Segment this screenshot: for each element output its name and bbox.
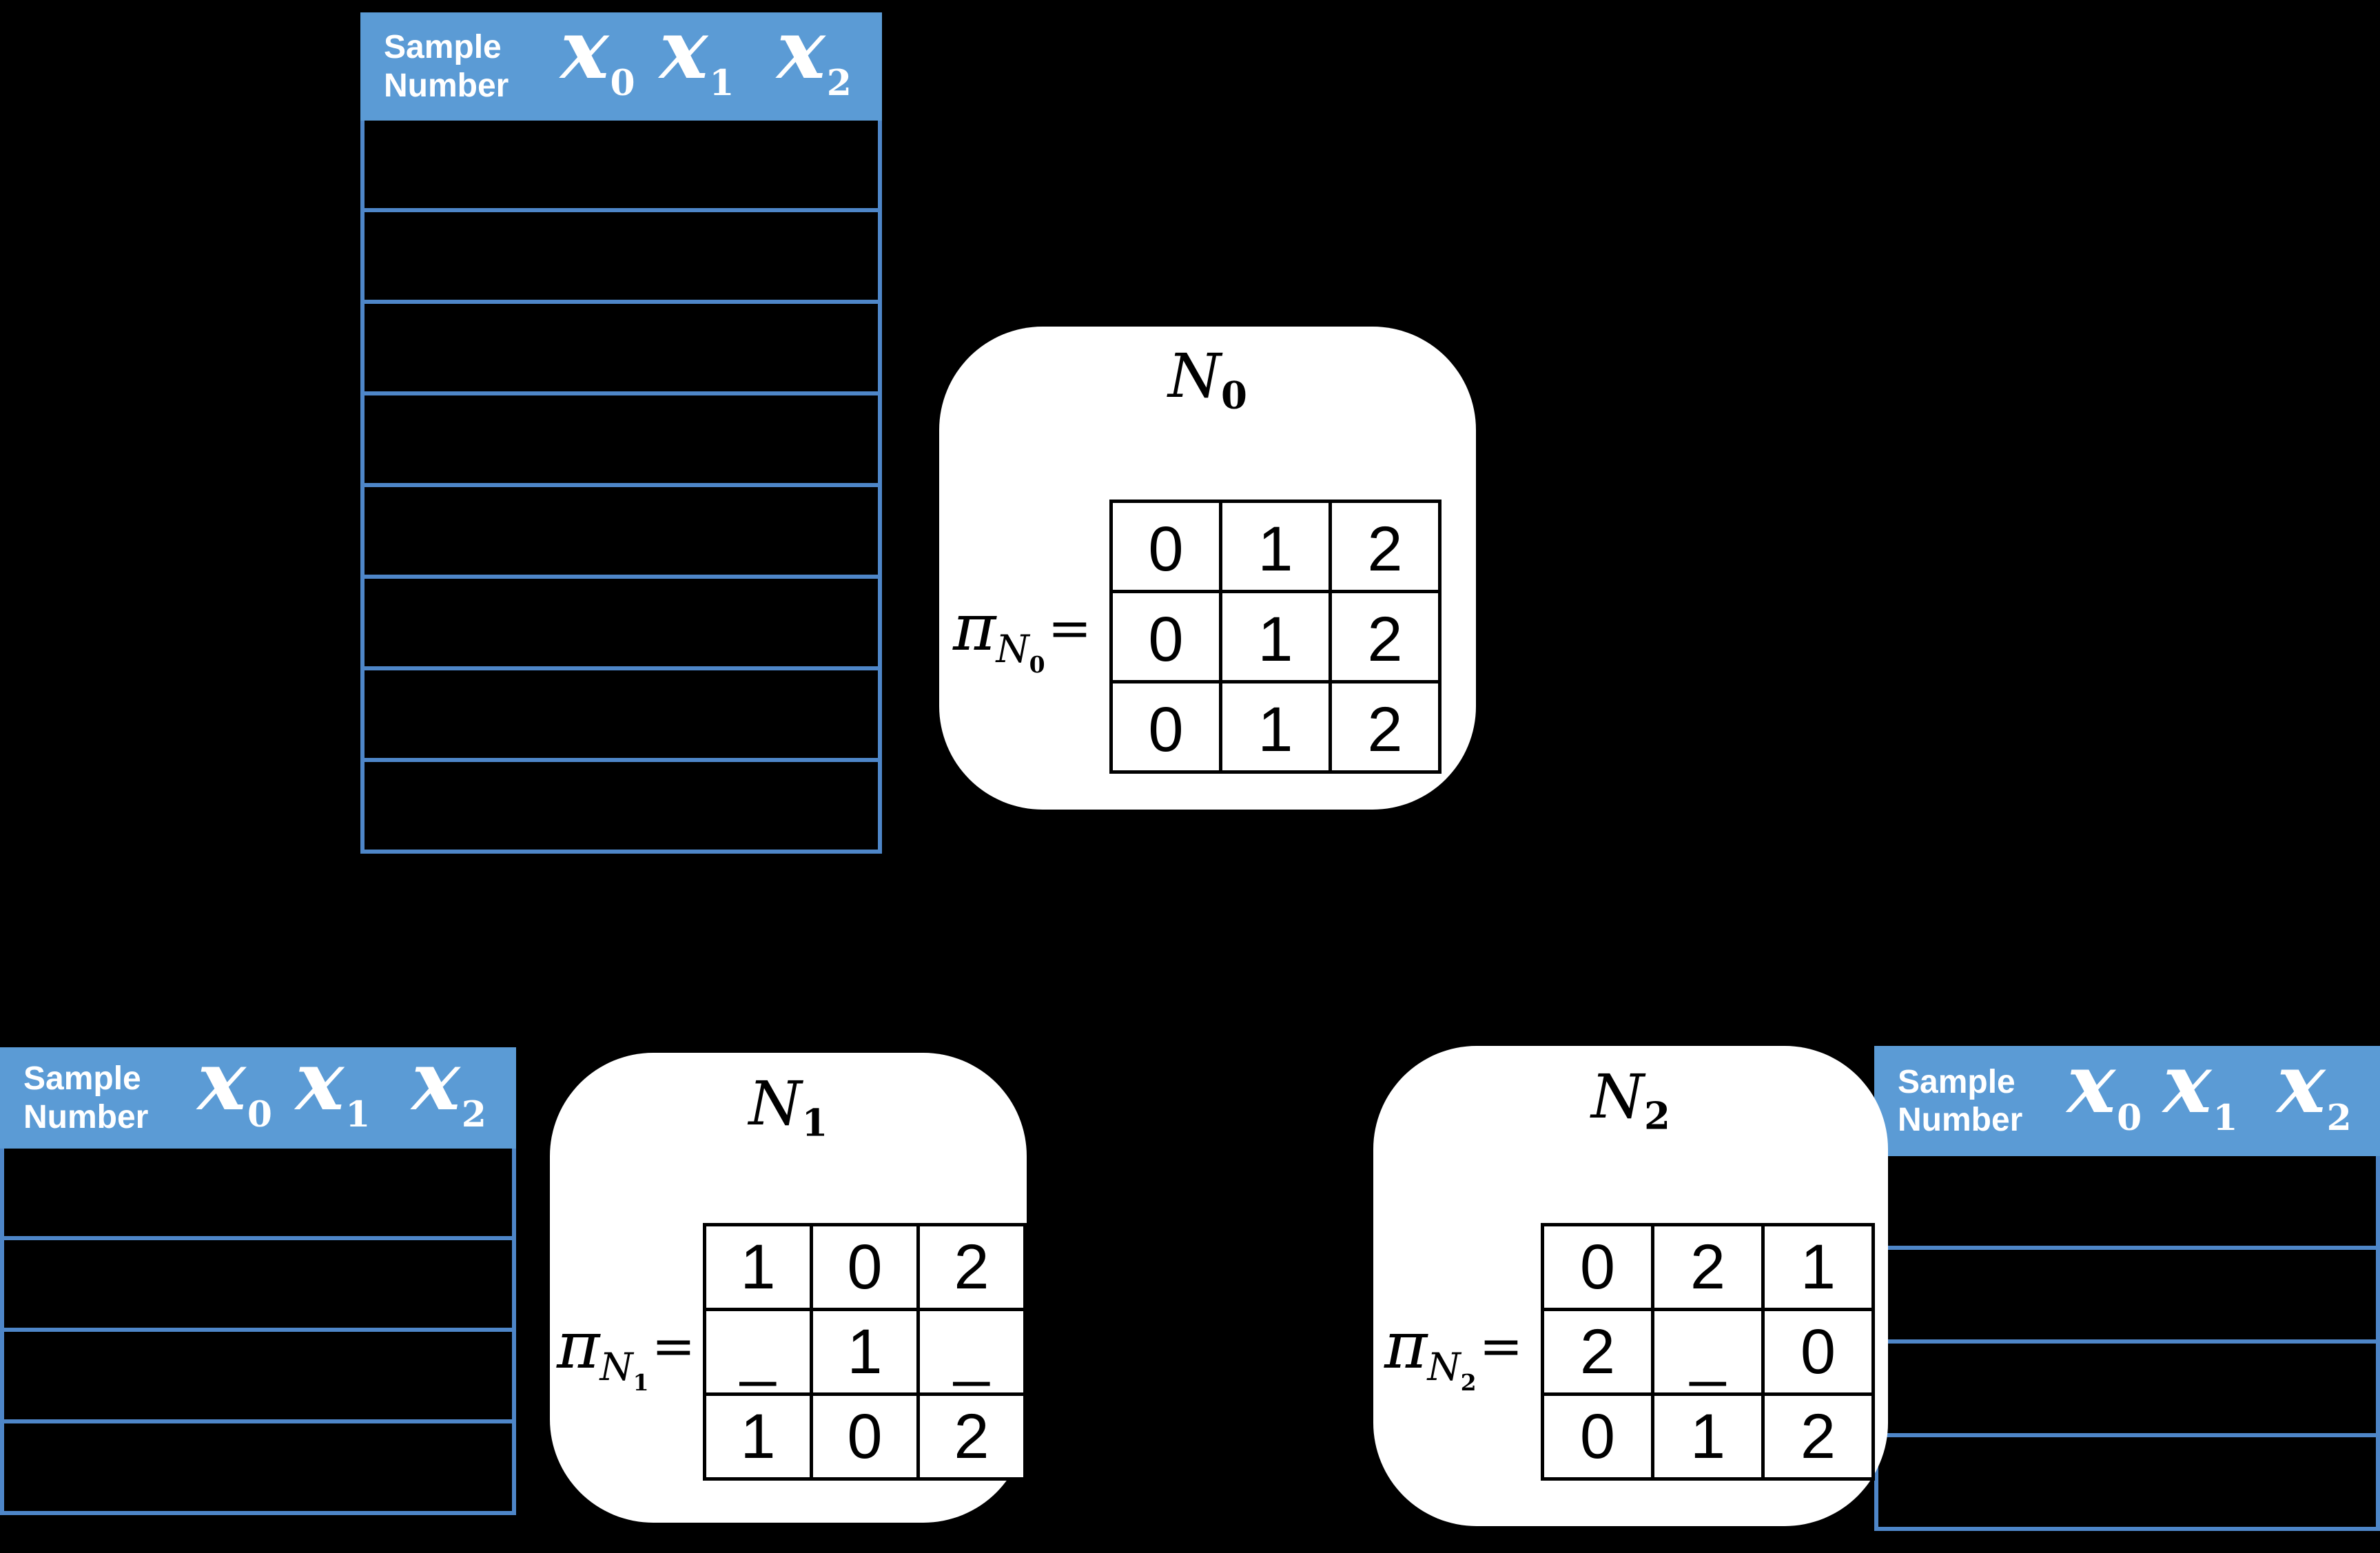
matrix-cell: 1 — [703, 1223, 813, 1311]
matrix-cell: 2 — [1329, 500, 1442, 593]
sample-table-empty-row — [1878, 1156, 2376, 1250]
sample-table-bottom-left-body — [0, 1149, 516, 1515]
matrix-cell: 0 — [1109, 500, 1222, 593]
sample-table-top-body — [360, 121, 882, 854]
sample-table-empty-row — [365, 304, 878, 395]
matrix-cell: _ — [703, 1308, 813, 1396]
box-n2-pi-label: πN2= — [1384, 1308, 1524, 1396]
box-n1-title: N1 — [748, 1068, 828, 1145]
col-x0-label: x0 — [2066, 1036, 2142, 1139]
matrix-cell: 2 — [1541, 1308, 1654, 1396]
sample-table-empty-row — [365, 212, 878, 304]
matrix-cell: 2 — [916, 1223, 1027, 1311]
matrix-cell: 1 — [703, 1392, 813, 1481]
matrix-cell: _ — [1651, 1308, 1765, 1396]
box-n2-title: N2 — [1591, 1061, 1670, 1138]
sample-number-label: Sample Number — [23, 1060, 149, 1135]
matrix-cell: 0 — [1109, 590, 1222, 683]
sample-table-bottom-left-header: Sample Number x0 x1 x2 — [0, 1032, 516, 1149]
matrix-cell: 2 — [1329, 590, 1442, 683]
matrix-cell: 1 — [1219, 680, 1332, 774]
col-x2-label: x2 — [411, 1032, 486, 1136]
sample-table-top-header: Sample Number x0 x1 x2 — [360, 1, 882, 121]
matrix-cell: 1 — [1761, 1223, 1875, 1311]
matrix-cell: 2 — [1761, 1392, 1875, 1481]
col-x2-label: x2 — [2277, 1036, 2352, 1139]
sample-table-bottom-right-body — [1874, 1156, 2380, 1531]
sample-table-empty-row — [365, 395, 878, 487]
matrix-cell: _ — [916, 1308, 1027, 1396]
box-n0-pi-label: πN0= — [953, 590, 1092, 678]
sample-table-bottom-right: Sample Number x0 x1 x2 — [1874, 1036, 2380, 1531]
sample-table-empty-row — [365, 579, 878, 670]
sample-table-empty-row — [365, 121, 878, 212]
matrix-row: _1_ — [703, 1308, 1027, 1396]
col-x0-label: x0 — [197, 1032, 273, 1136]
matrix-row: 2_0 — [1541, 1308, 1875, 1396]
matrix-cell: 2 — [1329, 680, 1442, 774]
sample-table-empty-row — [1878, 1344, 2376, 1437]
col-x1-label: x1 — [2163, 1036, 2238, 1139]
sample-table-empty-row — [365, 762, 878, 854]
matrix-cell: 1 — [1219, 590, 1332, 683]
matrix-cell: 2 — [1651, 1223, 1765, 1311]
sample-table-empty-row — [4, 1423, 512, 1515]
sample-table-empty-row — [1878, 1250, 2376, 1344]
box-n0-title: N0 — [1168, 340, 1247, 418]
sample-number-label: Sample Number — [384, 29, 509, 104]
col-x2-label: x2 — [777, 1, 852, 105]
sample-table-empty-row — [4, 1240, 512, 1332]
matrix-cell: 0 — [1761, 1308, 1875, 1396]
sample-table-bottom-right-header: Sample Number x0 x1 x2 — [1874, 1036, 2380, 1156]
sample-table-top: Sample Number x0 x1 x2 — [360, 1, 882, 854]
matrix-cell: 0 — [1541, 1392, 1654, 1481]
matrix-cell: 0 — [810, 1392, 920, 1481]
box-n1-pi-label: πN1= — [557, 1308, 696, 1396]
sample-table-bottom-left: Sample Number x0 x1 x2 — [0, 1032, 516, 1515]
matrix-cell: 1 — [1219, 500, 1332, 593]
sample-table-empty-row — [4, 1149, 512, 1240]
sample-table-empty-row — [1878, 1437, 2376, 1531]
sample-table-empty-row — [365, 487, 878, 579]
matrix-cell: 1 — [810, 1308, 920, 1396]
matrix-cell: 1 — [1651, 1392, 1765, 1481]
sample-table-empty-row — [365, 670, 878, 762]
col-x1-label: x1 — [295, 1032, 371, 1136]
col-x0-label: x0 — [560, 1, 635, 105]
col-x1-label: x1 — [659, 1, 735, 105]
sample-number-label: Sample Number — [1898, 1063, 2023, 1138]
matrix-cell: 2 — [916, 1392, 1027, 1481]
matrix-cell: 0 — [1541, 1223, 1654, 1311]
sample-table-empty-row — [4, 1332, 512, 1423]
matrix-cell: 0 — [810, 1223, 920, 1311]
matrix-cell: 0 — [1109, 680, 1222, 774]
